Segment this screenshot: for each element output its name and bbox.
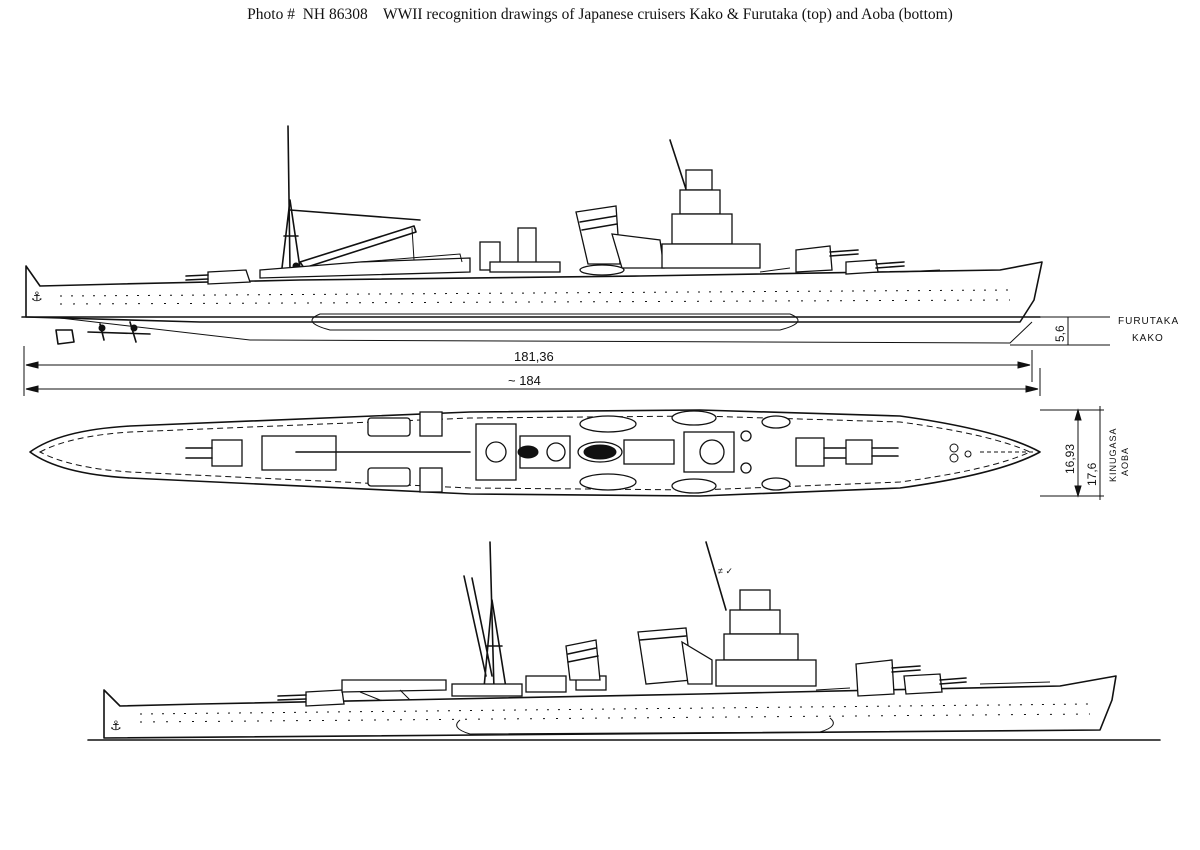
- plan-superstructure: [475, 410, 717, 494]
- caption-title: WWII recognition drawings of Japanese cr…: [382, 6, 953, 23]
- photo-caption: Photo # NH 86308 WWII recognition drawin…: [0, 6, 1200, 24]
- catapult-bottom: [341, 679, 447, 701]
- funnels-top: [575, 205, 665, 276]
- portholes-bottom: [139, 703, 1091, 723]
- draft-dimension: 5,6: [1010, 316, 1110, 346]
- torpedo-bulge-bottom: [456, 717, 834, 735]
- furutaka-kako-profile: ⚓: [21, 125, 1043, 345]
- waterline-length-label: 181,36: [514, 349, 554, 364]
- bridge-bottom: ≠ ✓: [705, 541, 817, 687]
- ship-label-furutaka: FURUTAKA: [1118, 316, 1179, 327]
- photo-prefix: Photo #: [247, 6, 295, 23]
- ship-label-kako: KAKO: [1132, 333, 1164, 344]
- length-dimensions: 181,36 ~ 184: [23, 346, 1041, 396]
- radar-marks-bottom: ≠ ✓: [718, 566, 733, 576]
- plan-hull-outline: [29, 409, 1041, 497]
- ship-label-kinugasa: KINUGASA: [1108, 427, 1118, 482]
- deck-fittings-top: [759, 267, 941, 273]
- anchor-icon-bottom: ⚓: [110, 718, 122, 733]
- aft-turret-top: [185, 269, 251, 285]
- draft-label: 5,6: [1053, 325, 1067, 342]
- plan-catapult-deck: [261, 435, 337, 471]
- photo-number: NH 86308: [302, 6, 368, 23]
- plan-aft-turret: [185, 439, 243, 467]
- plan-view: [29, 409, 1041, 497]
- catapult-deck-top: [259, 257, 471, 279]
- bridge-top: [661, 139, 761, 269]
- searchlight-tower-top: [479, 227, 561, 273]
- mainmast-top: [281, 125, 421, 271]
- anchor-icon-top: ⚓: [31, 289, 43, 304]
- hull-bottom: [103, 675, 1117, 739]
- mainmast-bottom: [463, 541, 507, 691]
- plan-bridge: [683, 430, 752, 474]
- ship-label-aoba: AOBA: [1120, 447, 1130, 476]
- beam-dimensions: 16,93 17,6 KINUGASA AOBA: [1040, 406, 1130, 500]
- catapult-rail-top: [359, 253, 463, 263]
- forward-turrets-top: [795, 245, 905, 275]
- overall-length-label: ~ 184: [508, 373, 541, 388]
- funnels-bottom: [565, 627, 713, 685]
- propeller-rudder-top: [55, 321, 151, 345]
- beam-aoba-label: 17,6: [1085, 462, 1099, 486]
- deck-fittings-bottom: [815, 681, 1051, 691]
- aoba-profile: ⚓: [87, 541, 1161, 741]
- plan-forward-turrets: [795, 437, 899, 467]
- plan-fittings: [761, 415, 1034, 491]
- portholes-top: [59, 289, 1011, 305]
- aft-turret-bottom: [277, 689, 345, 707]
- forward-turrets-bottom: [855, 659, 967, 697]
- torpedo-bulge-top: [311, 313, 799, 331]
- beam-furutaka-label: 16,93: [1063, 444, 1077, 474]
- plan-boats: [367, 411, 443, 493]
- hull-bottom-top: [59, 317, 1033, 344]
